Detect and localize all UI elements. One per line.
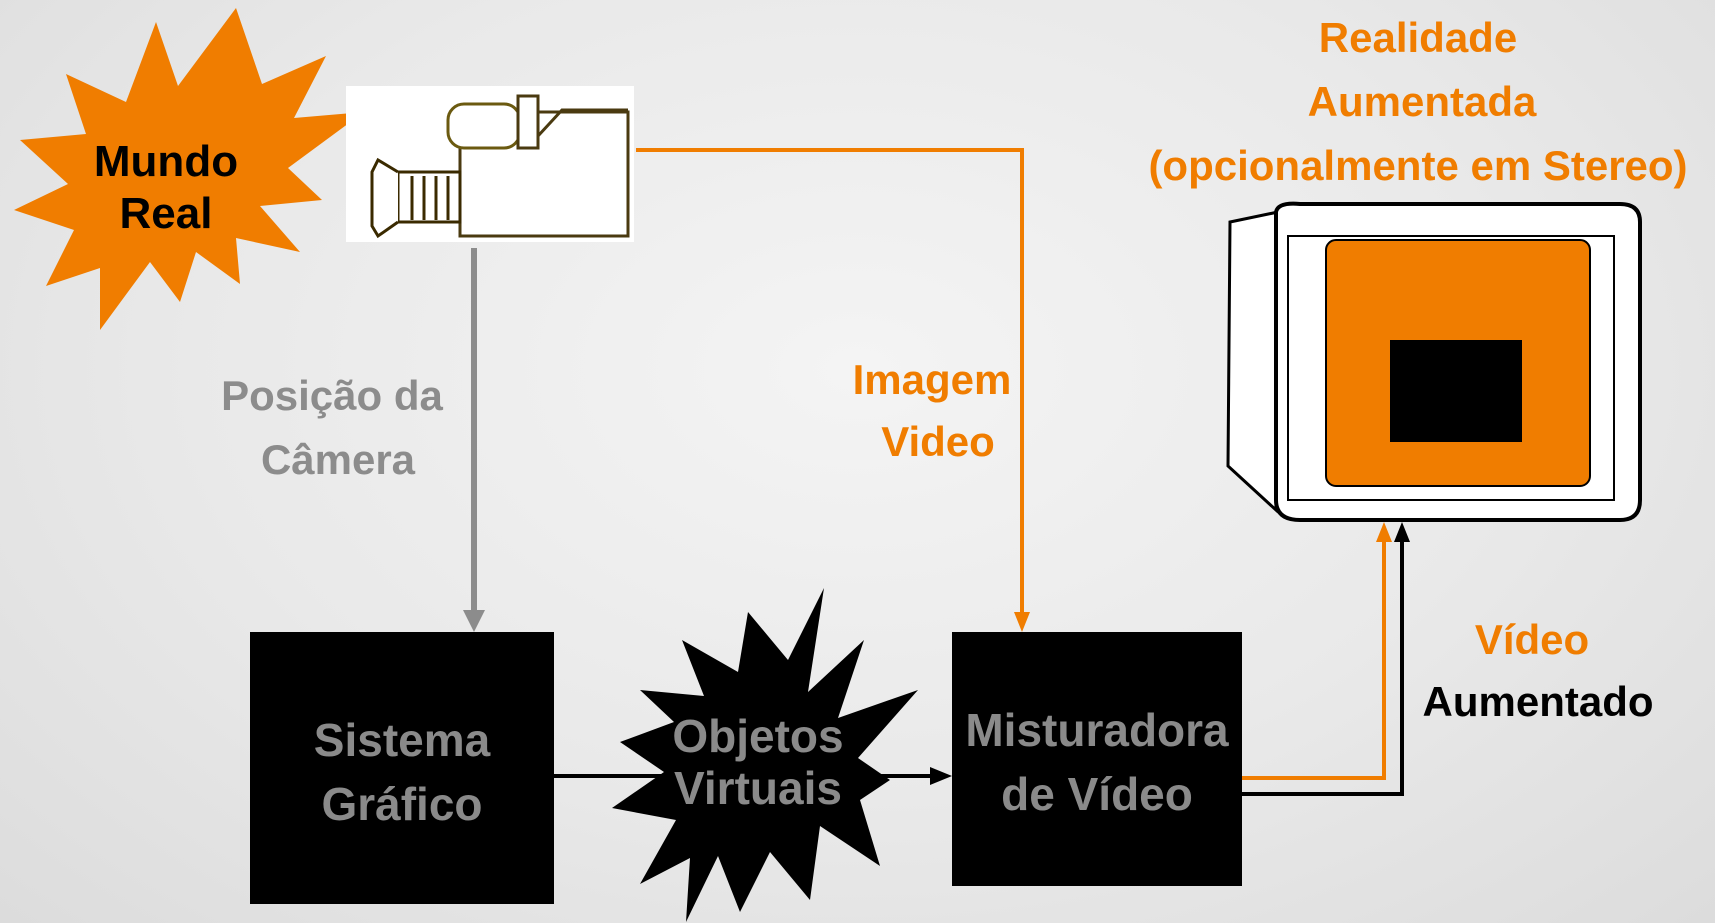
sistema-grafico-label-line2: Gráfico bbox=[321, 778, 482, 830]
edge-video-aumentado: Vídeo Aumentado bbox=[1242, 522, 1654, 796]
edge-imagem-video: Imagem Video bbox=[636, 148, 1030, 632]
video-camera-icon bbox=[346, 86, 634, 242]
objetos-virtuais-label-line1: Objetos bbox=[672, 710, 843, 762]
posicao-camera-label-line1: Posição da bbox=[221, 372, 443, 419]
edge-posicao-camera: Posição da Câmera bbox=[221, 248, 485, 632]
mundo-real-label-line1: Mundo bbox=[94, 137, 238, 186]
imagem-video-label-line1: Imagem bbox=[853, 356, 1012, 403]
misturadora-node: Misturadora de Vídeo bbox=[952, 632, 1242, 886]
sistema-grafico-node: Sistema Gráfico bbox=[250, 632, 554, 904]
mundo-real-node: Mundo Real bbox=[14, 8, 364, 330]
video-aumentado-label-line1: Vídeo bbox=[1475, 616, 1589, 663]
monitor-title: Realidade Aumentada (opcionalmente em St… bbox=[1148, 14, 1687, 189]
misturadora-label-line1: Misturadora bbox=[965, 704, 1229, 756]
objetos-virtuais-starburst-icon bbox=[612, 588, 918, 922]
monitor-title-line3: (opcionalmente em Stereo) bbox=[1148, 142, 1687, 189]
monitor-title-line1: Realidade bbox=[1319, 14, 1517, 61]
crt-monitor-icon bbox=[1226, 201, 1642, 522]
objetos-virtuais-node: Objetos Virtuais bbox=[612, 588, 918, 922]
objetos-virtuais-label-line2: Virtuais bbox=[674, 762, 842, 814]
monitor-title-line2: Aumentada bbox=[1308, 78, 1537, 125]
mundo-real-label-line2: Real bbox=[120, 189, 213, 238]
sistema-grafico-label-line1: Sistema bbox=[314, 714, 491, 766]
posicao-camera-label-line2: Câmera bbox=[261, 436, 416, 483]
misturadora-label-line2: de Vídeo bbox=[1001, 768, 1193, 820]
video-aumentado-label-line2: Aumentado bbox=[1423, 678, 1654, 725]
mundo-real-starburst-icon bbox=[14, 8, 364, 330]
imagem-video-label-line2: Video bbox=[881, 418, 995, 465]
